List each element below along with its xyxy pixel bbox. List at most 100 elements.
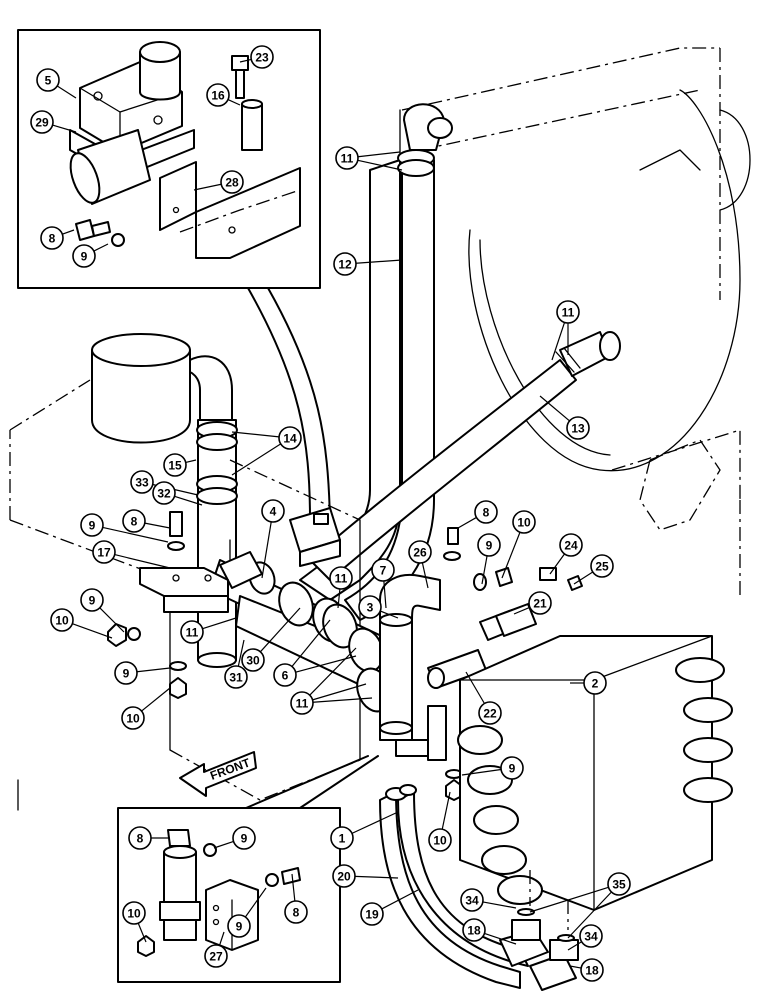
callout-number: 25 xyxy=(595,560,609,574)
callout-number: 11 xyxy=(186,626,199,640)
leader-line-21 xyxy=(513,606,531,615)
callout-circle xyxy=(152,481,176,505)
callout-circle xyxy=(559,533,583,557)
leader-line-11 xyxy=(337,588,341,609)
callout-circle xyxy=(30,110,54,134)
callout-11: 11 xyxy=(290,691,314,715)
callout-9: 9 xyxy=(80,513,104,537)
leader-line-3 xyxy=(380,610,399,619)
control-valve xyxy=(457,635,733,911)
callout-number: 27 xyxy=(209,950,223,964)
leader-line-34 xyxy=(567,941,582,951)
leader-line-19 xyxy=(381,889,419,910)
callout-25: 25 xyxy=(590,554,614,578)
callout-number: 9 xyxy=(81,250,88,264)
callout-8: 8 xyxy=(474,500,498,524)
callout-11: 11 xyxy=(556,300,580,324)
callout-circle xyxy=(92,540,116,564)
callout-9: 9 xyxy=(80,588,104,612)
callout-circle xyxy=(163,453,187,477)
callout-circle xyxy=(224,665,248,689)
callout-number: 15 xyxy=(168,459,182,473)
callout-circle xyxy=(477,533,501,557)
callout-number: 9 xyxy=(486,539,493,553)
leader-line-11 xyxy=(202,617,237,630)
callout-number: 8 xyxy=(293,906,300,920)
callout-number: 24 xyxy=(564,539,578,553)
callout-9: 9 xyxy=(227,914,251,938)
leader-line-24 xyxy=(549,553,566,575)
callout-circle xyxy=(408,540,432,564)
leader-line-12 xyxy=(355,259,403,264)
bottom-inset-detail xyxy=(117,755,379,983)
callout-circle xyxy=(371,558,395,582)
callout-circle xyxy=(566,416,590,440)
leader-line-27 xyxy=(218,931,225,946)
callout-8: 8 xyxy=(284,900,308,924)
callout-18: 18 xyxy=(462,918,486,942)
leader-line-31 xyxy=(237,639,245,667)
callout-number: 11 xyxy=(335,572,348,586)
leader-line-4 xyxy=(261,521,272,579)
callout-number: 26 xyxy=(413,546,427,560)
callout-number: 30 xyxy=(246,654,260,668)
callout-circle xyxy=(580,958,604,982)
callout-11: 11 xyxy=(329,566,353,590)
callout-4: 4 xyxy=(261,499,285,523)
callout-number: 9 xyxy=(509,762,516,776)
callout-number: 22 xyxy=(483,707,497,721)
callout-20: 20 xyxy=(332,864,356,888)
callout-circle xyxy=(329,566,353,590)
callout-circle xyxy=(204,944,228,968)
callout-circle xyxy=(335,146,359,170)
leader-line-35 xyxy=(567,891,612,939)
callout-circle xyxy=(512,510,536,534)
callout-11: 11 xyxy=(180,620,204,644)
callout-3: 3 xyxy=(358,595,382,619)
leader-line-11 xyxy=(551,322,566,361)
leader-line-26 xyxy=(421,562,429,589)
callout-circle xyxy=(80,588,104,612)
callout-34: 34 xyxy=(579,924,603,948)
callout-number: 8 xyxy=(483,506,490,520)
callout-31: 31 xyxy=(224,665,248,689)
radiator-shroud xyxy=(399,47,751,600)
callout-circle xyxy=(474,500,498,524)
callout-circle xyxy=(284,900,308,924)
callout-circle xyxy=(36,68,60,92)
callout-9: 9 xyxy=(477,533,501,557)
leader-line-28 xyxy=(193,183,222,191)
callout-circle xyxy=(227,914,251,938)
callout-number: 11 xyxy=(296,697,309,711)
callout-number: 9 xyxy=(89,594,96,608)
leader-line-9 xyxy=(213,840,234,849)
leader-line-14 xyxy=(231,443,282,476)
callout-circle xyxy=(290,691,314,715)
leader-line-5 xyxy=(56,85,77,99)
callout-number: 13 xyxy=(571,422,585,436)
callout-circle xyxy=(232,826,256,850)
leader-line-11 xyxy=(312,697,373,703)
hose-13 xyxy=(309,331,621,581)
front-arrow: FRONT xyxy=(179,751,257,797)
callout-number: 10 xyxy=(433,834,447,848)
callout-circle xyxy=(122,901,146,925)
leader-line-9 xyxy=(99,607,125,633)
callout-number: 12 xyxy=(338,258,352,272)
callout-5: 5 xyxy=(36,68,60,92)
callout-26: 26 xyxy=(408,540,432,564)
callout-circle xyxy=(500,756,524,780)
leader-line-9 xyxy=(244,887,267,918)
callout-circle xyxy=(590,554,614,578)
callout-circle xyxy=(72,244,96,268)
callout-number: 16 xyxy=(211,89,225,103)
callout-9: 9 xyxy=(232,826,256,850)
callout-circle xyxy=(360,902,384,926)
callout-8: 8 xyxy=(40,226,64,250)
leader-line-35 xyxy=(529,886,609,913)
callout-number: 17 xyxy=(97,546,111,560)
leader-line-1 xyxy=(351,811,399,834)
callout-circle xyxy=(220,170,244,194)
callout-number: 11 xyxy=(562,306,575,320)
top-inset-detail xyxy=(17,29,331,521)
